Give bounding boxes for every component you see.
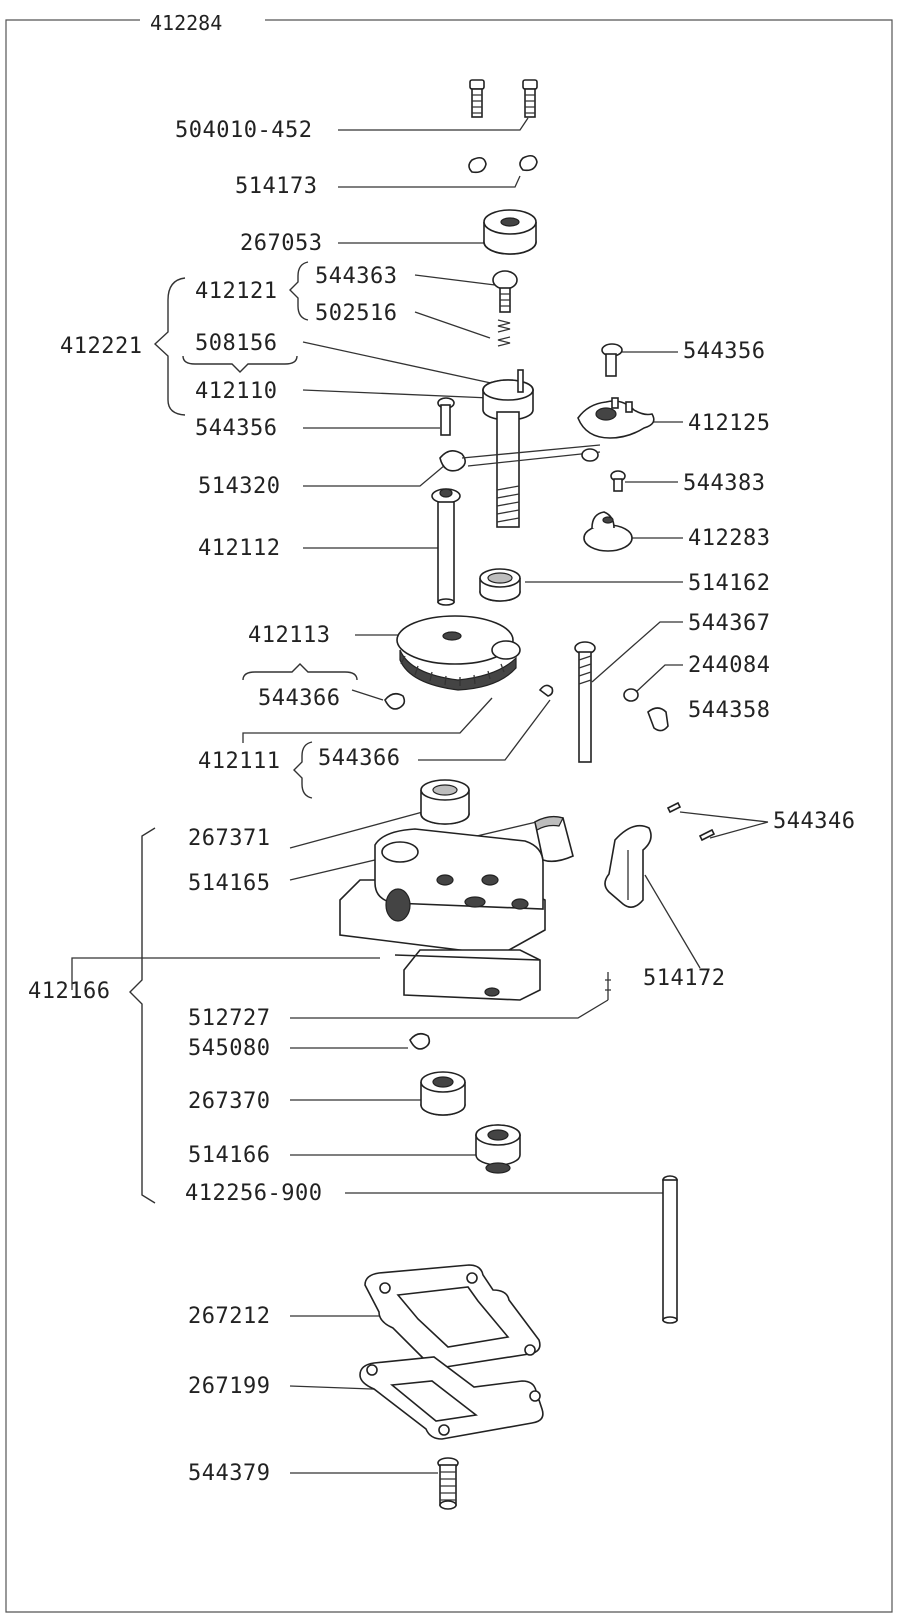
label-544358: 544358 bbox=[688, 698, 770, 723]
brace-508156 bbox=[182, 355, 298, 373]
brace-412166 bbox=[129, 827, 156, 1204]
brace-412221 bbox=[153, 277, 186, 416]
leader-544346 bbox=[679, 811, 769, 839]
bushing-514166 bbox=[475, 1124, 521, 1174]
leader-412111 bbox=[242, 697, 493, 743]
label-412113: 412113 bbox=[248, 623, 330, 648]
label-514173: 514173 bbox=[235, 174, 317, 199]
brace-412121 bbox=[289, 261, 309, 321]
label-514162: 514162 bbox=[688, 571, 770, 596]
label-514172: 514172 bbox=[643, 966, 725, 991]
screw-544356-left bbox=[437, 397, 455, 436]
leader-514173 bbox=[338, 175, 521, 188]
label-545080: 545080 bbox=[188, 1036, 270, 1061]
brace-412111 bbox=[293, 741, 313, 799]
label-544367: 544367 bbox=[688, 611, 770, 636]
bracket-514172 bbox=[604, 824, 652, 908]
label-412256-900: 412256-900 bbox=[185, 1181, 322, 1206]
label-544379: 544379 bbox=[188, 1461, 270, 1486]
label-544366-upper: 544366 bbox=[258, 686, 340, 711]
label-267053: 267053 bbox=[240, 231, 322, 256]
leader-514320 bbox=[303, 464, 446, 487]
gasket-267212 bbox=[364, 1264, 541, 1369]
leader-544367 bbox=[591, 621, 683, 683]
leader-244084 bbox=[635, 664, 683, 693]
leader-544366-upper bbox=[351, 689, 384, 701]
washer-267053 bbox=[483, 209, 537, 255]
cam-412125 bbox=[577, 397, 655, 439]
pin-512727 bbox=[605, 972, 611, 1000]
ring-244084 bbox=[623, 688, 639, 702]
label-267199: 267199 bbox=[188, 1374, 270, 1399]
label-514165: 514165 bbox=[188, 871, 270, 896]
leader-412110 bbox=[302, 389, 491, 399]
diagram-frame bbox=[5, 19, 893, 1613]
bushing-267371 bbox=[420, 779, 470, 825]
shaft-412110 bbox=[482, 369, 534, 528]
label-412111: 412111 bbox=[198, 749, 280, 774]
label-514320: 514320 bbox=[198, 474, 280, 499]
pin-544367 bbox=[574, 641, 596, 763]
block-514165 bbox=[534, 815, 574, 863]
label-502516: 502516 bbox=[315, 301, 397, 326]
label-412112: 412112 bbox=[198, 536, 280, 561]
leader-508156 bbox=[302, 341, 501, 386]
label-267371: 267371 bbox=[188, 826, 270, 851]
label-267370: 267370 bbox=[188, 1089, 270, 1114]
label-412221: 412221 bbox=[60, 334, 142, 359]
leader-504010-452 bbox=[338, 117, 529, 131]
label-544363: 544363 bbox=[315, 264, 397, 289]
label-412121: 412121 bbox=[195, 279, 277, 304]
label-267212: 267212 bbox=[188, 1304, 270, 1329]
clip-545080 bbox=[409, 1032, 431, 1050]
gear-412113 bbox=[396, 615, 521, 691]
label-512727: 512727 bbox=[188, 1006, 270, 1031]
label-508156: 508156 bbox=[195, 331, 277, 356]
label-412125: 412125 bbox=[688, 411, 770, 436]
bushing-514162 bbox=[479, 568, 521, 602]
clip-pair-514173 bbox=[468, 154, 538, 174]
clip-544358 bbox=[647, 707, 669, 732]
leader-514172 bbox=[644, 874, 701, 969]
clip-544366-lower bbox=[538, 684, 554, 697]
label-544346: 544346 bbox=[773, 809, 855, 834]
label-412110: 412110 bbox=[195, 379, 277, 404]
clip-544366-upper bbox=[384, 692, 406, 710]
bushing-267370 bbox=[420, 1071, 466, 1116]
screw-544383 bbox=[610, 470, 626, 492]
label-412283: 412283 bbox=[688, 526, 770, 551]
leader-544366-lower bbox=[418, 699, 551, 761]
pins-544346 bbox=[666, 801, 716, 842]
label-544356-left: 544356 bbox=[195, 416, 277, 441]
spring-502516 bbox=[497, 319, 511, 347]
label-504010-452: 504010-452 bbox=[175, 118, 312, 143]
label-244084: 244084 bbox=[688, 653, 770, 678]
label-412166: 412166 bbox=[28, 979, 110, 1004]
leader-267371 bbox=[289, 809, 431, 849]
leader-502516 bbox=[414, 311, 491, 339]
pin-412112 bbox=[431, 488, 461, 606]
label-544366-lower: 544366 bbox=[318, 746, 400, 771]
label-544383: 544383 bbox=[683, 471, 765, 496]
leader-544363 bbox=[414, 274, 496, 286]
screw-544379 bbox=[437, 1457, 459, 1510]
diagram-title: 412284 bbox=[150, 11, 222, 35]
brace-412113 bbox=[242, 663, 358, 681]
screw-544363 bbox=[492, 270, 518, 313]
housing-412166 bbox=[339, 828, 546, 1001]
lever-514320 bbox=[439, 444, 601, 472]
label-514166: 514166 bbox=[188, 1143, 270, 1168]
screw-pair-504010-452 bbox=[469, 79, 538, 118]
leader-412166 bbox=[71, 957, 380, 990]
cam-412283 bbox=[583, 511, 633, 552]
leader-512727 bbox=[290, 999, 609, 1019]
rod-412256-900 bbox=[662, 1175, 678, 1324]
gasket-267199 bbox=[359, 1356, 544, 1440]
label-544356-right: 544356 bbox=[683, 339, 765, 364]
screw-544356-right bbox=[601, 343, 623, 377]
